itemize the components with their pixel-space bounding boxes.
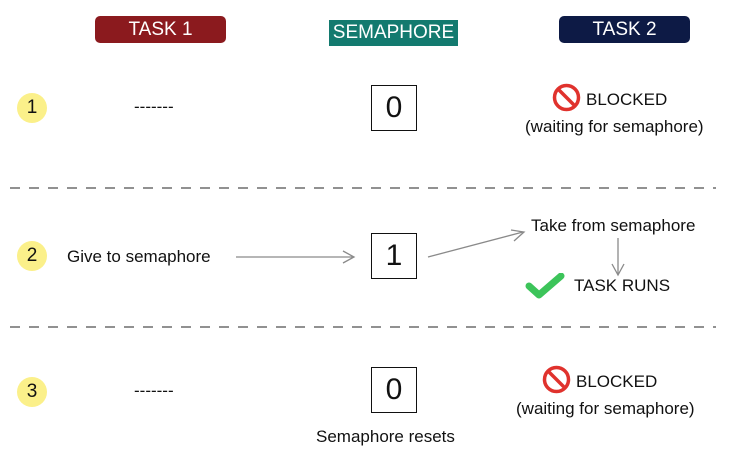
task2-status-1: BLOCKED [586, 90, 668, 109]
task1-action-2: Give to semaphore [67, 247, 211, 266]
task2-note-1: (waiting for semaphore) [525, 117, 704, 136]
semaphore-note-3: Semaphore resets [316, 427, 455, 446]
task2-status-3: BLOCKED [576, 372, 658, 391]
semaphore-value-1: 0 [371, 85, 417, 131]
task2-action-2: Take from semaphore [531, 216, 696, 235]
task2-status-2: TASK RUNS [574, 276, 671, 295]
take-arrow [427, 229, 526, 258]
step-number-3: 3 [17, 377, 47, 407]
semaphore-value-2: 1 [371, 233, 417, 279]
task2-header: TASK 2 [559, 16, 690, 43]
blocked-icon [552, 83, 581, 112]
task1-header: TASK 1 [95, 16, 226, 43]
give-arrow [236, 250, 356, 264]
task1-idle-3: ------- [134, 381, 174, 400]
step-number-1: 1 [17, 93, 47, 123]
step-number-2: 2 [17, 241, 47, 271]
blocked-icon [542, 365, 571, 394]
semaphore-header: SEMAPHORE [329, 20, 458, 46]
runs-arrow [611, 238, 625, 277]
semaphore-value-3: 0 [371, 367, 417, 413]
task1-idle-1: ------- [134, 97, 174, 116]
check-icon [525, 273, 565, 299]
task2-note-3: (waiting for semaphore) [516, 399, 695, 418]
